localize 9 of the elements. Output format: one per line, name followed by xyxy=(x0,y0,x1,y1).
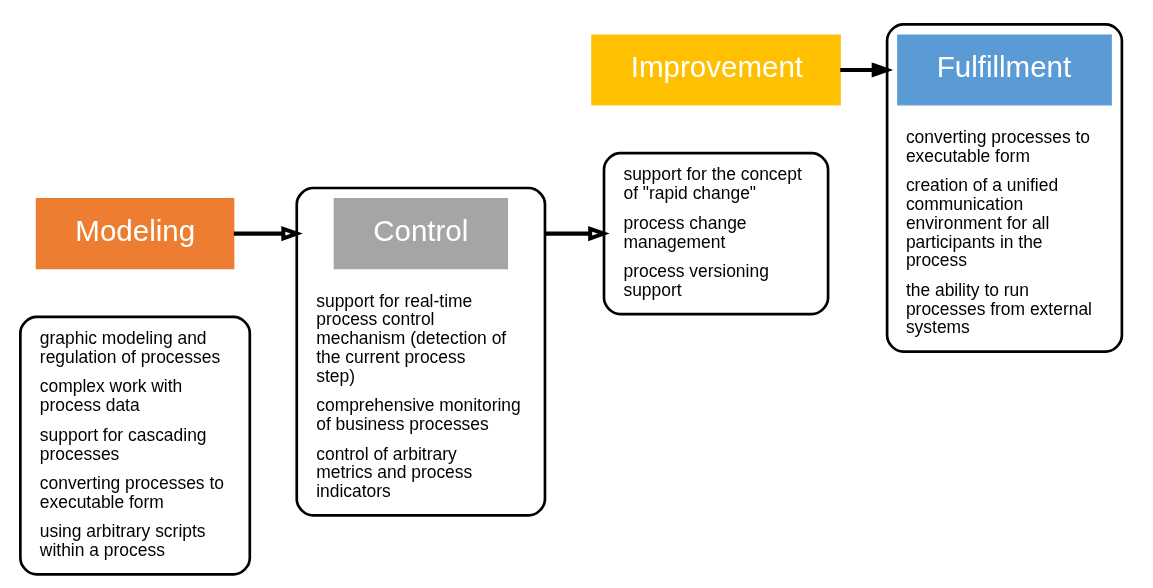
node-box: graphic modeling and regulation of processes complex work with process data support for cascading processes converting processes to executable form using arbitrary scripts within a process xyxy=(19,315,252,576)
node-box: Modeling xyxy=(35,198,235,270)
arrow xyxy=(544,226,610,242)
node-box: support for the concept of "rapid change" process change management process versioning support xyxy=(602,151,830,316)
node-box: Control xyxy=(333,198,509,270)
arrow xyxy=(840,62,894,78)
node-box: Fulfillment xyxy=(897,34,1112,106)
arrow xyxy=(233,226,303,242)
node-box: Improvement xyxy=(591,34,841,106)
